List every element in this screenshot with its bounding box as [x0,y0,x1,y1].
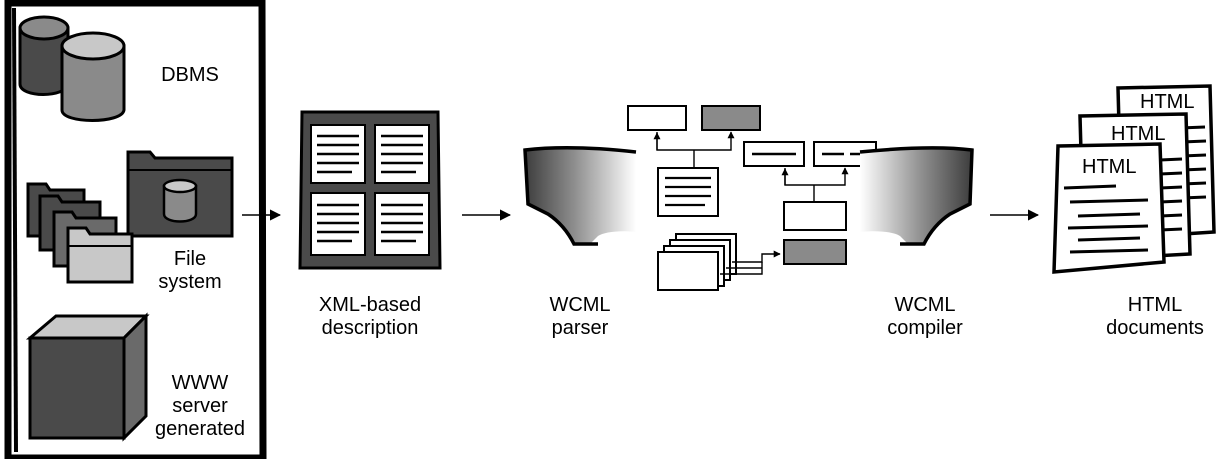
file-system-label-line1: File [173,248,207,270]
compiler-funnel-icon [859,146,974,246]
www-server-label-line3: generated [154,418,246,440]
html-pages-icon [1052,84,1216,274]
html-page-tag-front: HTML [1082,156,1137,178]
database-cylinders-icon [18,15,126,122]
dbms-label: DBMS [161,64,219,86]
file-system-label: File system [140,248,240,294]
parser-label-line1: WCML [549,294,611,316]
compiler-label-line2: compiler [887,317,963,339]
file-system-label-line2: system [158,271,222,293]
wcml-compiler-label: WCML compiler [870,294,980,340]
html-page-tag-middle: HTML [1111,123,1166,145]
xml-label-line1: XML-based [318,294,422,316]
parser-funnel-icon [523,146,637,246]
server-cube-icon [25,312,150,442]
html-label-line1: HTML [1127,294,1183,316]
xml-description-label: XML-based description [300,294,440,340]
wcml-parser-label: WCML parser [530,294,630,340]
xml-label-line2: description [321,317,419,339]
xml-document-icon [298,110,442,270]
www-server-label-line1: WWW [171,372,229,394]
parse-tree-graphic [627,105,877,291]
parser-label-line2: parser [551,317,609,339]
www-server-label: WWW server generated [145,372,255,441]
compiler-label-line1: WCML [894,294,956,316]
html-label-line2: documents [1106,317,1204,339]
www-server-label-line2: server [172,395,228,417]
folder-stack-icon [26,150,234,284]
html-page-tag-back: HTML [1140,91,1195,113]
html-documents-label: HTML documents [1100,294,1210,340]
